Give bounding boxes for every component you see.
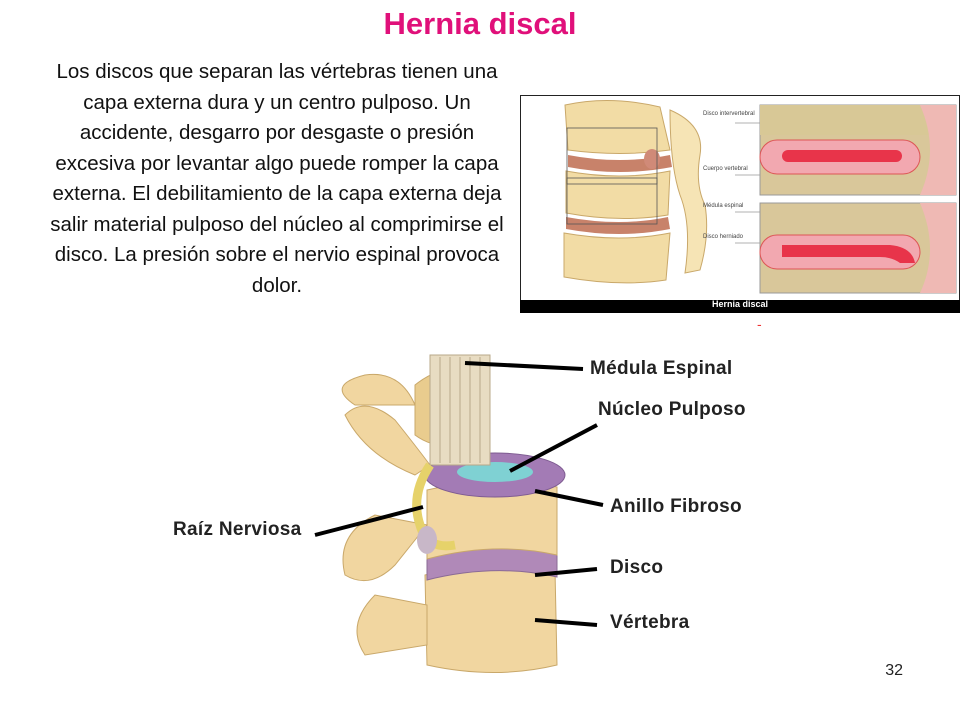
- label-disco-herniado: Disco herniado: [703, 234, 744, 240]
- label-nucleo-pulposo: Núcleo Pulposo: [598, 399, 746, 420]
- label-cuerpo-vertebral: Cuerpo vertebral: [703, 166, 748, 172]
- label-disco: Disco: [610, 557, 664, 578]
- label-disco-intervertebral: Disco intervertebral: [703, 111, 755, 117]
- page-number: 32: [885, 662, 903, 679]
- figure-caption: Hernia discal: [711, 299, 769, 309]
- label-raiz-nerviosa: Raíz Nerviosa: [173, 519, 302, 540]
- description-paragraph: Los discos que separan las vértebras tie…: [50, 60, 504, 297]
- figure-caption-bar: [520, 300, 960, 313]
- label-vertebra: Vértebra: [610, 612, 690, 633]
- spine-column-illustration: [563, 100, 708, 284]
- spine-anatomy-figure: [314, 354, 604, 673]
- herniated-disc-detail: [759, 202, 957, 294]
- label-medula-espinal: Médula Espinal: [590, 358, 733, 379]
- dash-mark: -: [757, 316, 762, 332]
- normal-disc-detail: [759, 104, 957, 196]
- label-medula-espinal-small: Médula espinal: [703, 203, 743, 209]
- herniated-disc-figure: Disco intervertebral Cuerpo vertebral Mé…: [520, 95, 960, 313]
- label-anillo-fibroso: Anillo Fibroso: [610, 496, 742, 517]
- slide-title: Hernia discal: [383, 6, 577, 41]
